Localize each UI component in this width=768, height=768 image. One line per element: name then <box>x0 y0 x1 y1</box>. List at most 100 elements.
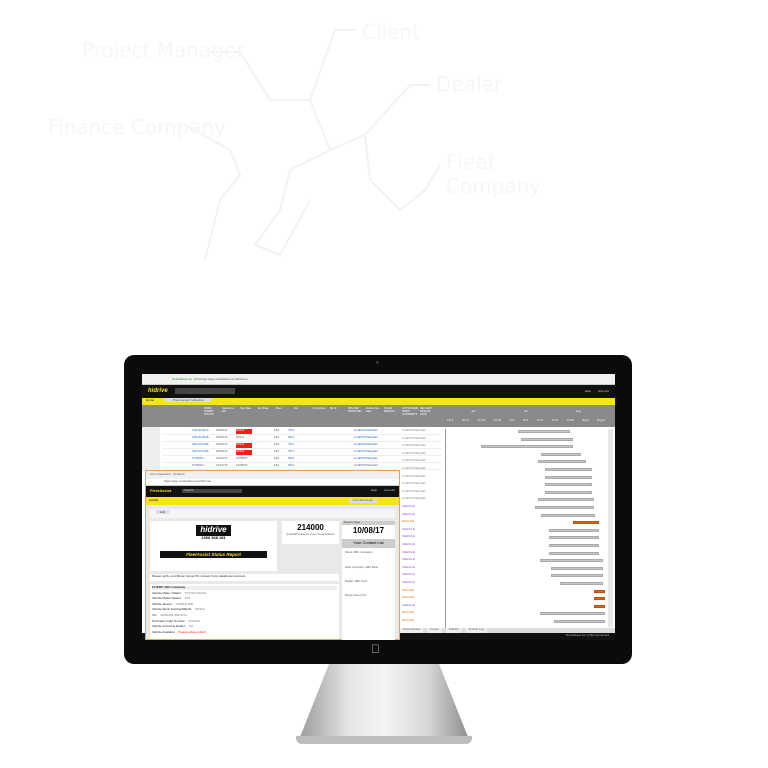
salesforce-ref[interactable]: SDXAXUDB <box>192 450 209 453</box>
column-header[interactable]: % Complete <box>312 407 326 410</box>
sheet-bottom-tab[interactable]: Activity Log <box>465 628 487 633</box>
column-header[interactable]: Dur <box>294 407 299 410</box>
address-bar[interactable]: Smartsheet Inc. [US] https://app.smartsh… <box>142 374 615 385</box>
end-date: 16/08/17 <box>236 464 248 467</box>
gantt-task-bar[interactable] <box>544 475 593 479</box>
week-label: Jul 23 <box>551 419 559 422</box>
gantt-task-bar[interactable] <box>480 445 574 449</box>
gantt-row-label: VEHICLE <box>402 535 415 539</box>
sheet-bottom-tab[interactable]: Procurement <box>400 628 424 633</box>
left-toolbar[interactable] <box>142 427 160 471</box>
gantt-task-bar[interactable] <box>538 460 586 464</box>
salesforce-ref[interactable]: HIDJXU6UB <box>192 436 209 439</box>
salesforce-ref[interactable]: SDXAXUDB <box>192 443 209 446</box>
browser-tab[interactable]: CCA Inspection - Smartsh <box>146 471 399 479</box>
gantt-task-bar[interactable] <box>549 544 599 547</box>
duration: 13d <box>274 443 280 446</box>
column-header[interactable]: SALES PERSON <box>384 407 395 413</box>
gantt-task-bar[interactable] <box>549 551 599 555</box>
account-link[interactable]: Account <box>598 390 609 393</box>
edit-button[interactable]: Edit <box>156 510 170 514</box>
gantt-task-bar[interactable] <box>535 506 594 509</box>
percent-complete: 99% <box>288 457 295 460</box>
sheet-bottom-tab[interactable]: Forms <box>427 628 442 633</box>
url-text[interactable]: https://app.smartsheet.com/b/home <box>200 377 248 381</box>
field-label: Purchase Order Number: <box>152 619 186 623</box>
gantt-task-bar[interactable] <box>538 498 594 502</box>
column-header[interactable]: SE ID <box>330 407 337 410</box>
column-header[interactable]: DELIVERY DEALER DATE <box>420 407 433 416</box>
gantt-task-bar[interactable] <box>541 513 596 517</box>
gantt-row-label: DEALER <box>402 596 415 600</box>
gantt-task-bar[interactable] <box>549 536 599 540</box>
gantt-task-bar[interactable] <box>517 430 571 433</box>
month-label: Jul <box>523 410 528 413</box>
gantt-task-bar[interactable] <box>554 620 605 623</box>
gantt-task-bar[interactable] <box>544 483 593 487</box>
tab-home[interactable]: HOME <box>149 498 158 502</box>
gantt-milestone-bar[interactable] <box>593 589 605 593</box>
column-header[interactable]: Fleet <box>276 407 282 410</box>
gantt-milestone-bar[interactable] <box>573 521 599 525</box>
notice-bar: Please notify your Brown Group P/L conta… <box>150 574 339 581</box>
gantt-row-label: CLIENT/DEALER <box>402 429 426 432</box>
column-header[interactable]: WORK ORDER STATUS <box>204 407 214 416</box>
quote-number: 214000 <box>297 523 324 532</box>
gantt-task-bar[interactable] <box>520 437 574 441</box>
duration: 13d <box>274 464 280 467</box>
search-input[interactable]: Search <box>182 489 243 493</box>
hidrive-logo: hidrive <box>196 525 231 536</box>
gantt-row-label: CLIENT/DEALER <box>402 474 426 478</box>
field-label: Vehicle Make / Model: <box>152 591 182 595</box>
gantt-task-bar[interactable] <box>539 612 605 616</box>
gantt-task-bar[interactable] <box>544 490 593 494</box>
vehicle-field: Vin:1W3A4P1 0927H14 <box>152 614 337 618</box>
tab-home[interactable]: Home <box>146 398 155 402</box>
column-header[interactable]: Vehicle Due Date <box>366 407 380 413</box>
status-text: Smartsheet Inc. (US) Connected <box>565 633 609 637</box>
url-text[interactable]: https://app.smartsheet.com/b/home <box>164 479 212 483</box>
label-dealer: Dealer <box>436 72 503 96</box>
salesforce-ref[interactable]: SYDNEY <box>192 457 205 460</box>
gantt-task-bar[interactable] <box>550 574 604 578</box>
account-link[interactable]: Account <box>384 489 395 492</box>
fleetassist-logo: FleetAssist <box>150 488 172 493</box>
gantt-row-label: DEALER <box>402 611 415 615</box>
tab-sheet[interactable]: CCA Exchange <box>348 499 377 503</box>
gantt-task-bar[interactable] <box>544 468 593 471</box>
column-header[interactable]: OUTSTANDING ITEMS /COMMENTS <box>402 407 418 416</box>
gantt-row-label: VEHICLE <box>402 505 415 508</box>
vertical-scrollbar[interactable] <box>608 429 613 627</box>
gantt-task-bar[interactable] <box>541 452 582 456</box>
hidrive-logo: hidrive <box>148 388 168 394</box>
help-link[interactable]: Help <box>370 489 377 492</box>
label-client: Client <box>362 20 420 44</box>
apple-logo-icon:  <box>371 643 380 655</box>
help-link[interactable]: Help <box>584 390 591 393</box>
sales-person: CLIENT/DEALER <box>354 450 378 453</box>
gantt-task-bar[interactable] <box>560 582 604 585</box>
gantt-task-bar[interactable] <box>549 528 599 532</box>
gantt-task-bar[interactable] <box>550 566 604 570</box>
column-header[interactable]: End Date <box>258 407 269 410</box>
sheet-bottom-tab[interactable]: Publish <box>445 628 462 633</box>
gantt-milestone-bar[interactable] <box>593 597 605 601</box>
tab-sheet[interactable]: Procurement Schedule <box>164 398 212 402</box>
month-label: Jun <box>470 410 476 413</box>
address-bar[interactable]: https://app.smartsheet.com/b/home <box>146 479 399 486</box>
search-input[interactable] <box>174 388 235 395</box>
gantt-row-label: CLIENT/DEALER <box>402 436 426 440</box>
column-header[interactable]: PRE DEP FROM OBN <box>348 407 362 413</box>
salesforce-ref[interactable]: SYDNEY <box>192 464 205 467</box>
gantt-milestone-bar[interactable] <box>593 604 605 608</box>
column-header[interactable]: Salesforce Ref <box>222 407 234 413</box>
column-header[interactable]: Start Date <box>240 407 252 410</box>
gantt-task-bar[interactable] <box>539 559 604 563</box>
salesforce-ref[interactable]: HIDJXU6UC <box>192 429 209 432</box>
